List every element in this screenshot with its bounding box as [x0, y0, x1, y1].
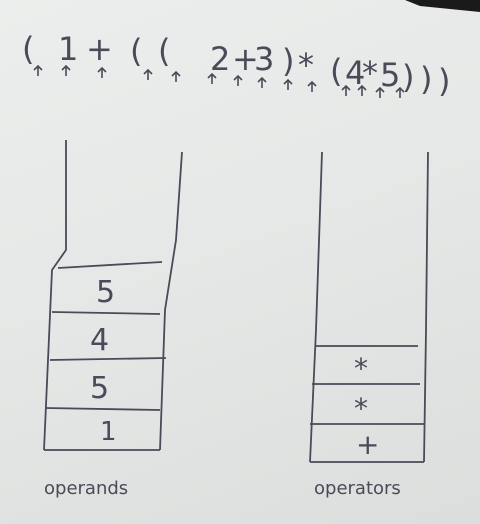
expr-char: + [232, 40, 259, 78]
operand-item: 5 [96, 275, 115, 310]
expr-char: ) [420, 60, 432, 98]
expr-char: * [298, 46, 314, 84]
stack-divider [51, 311, 161, 315]
operator-item: * [354, 392, 368, 425]
operator-item: * [354, 352, 368, 385]
stack-divider [57, 261, 163, 269]
stack-divider [49, 357, 167, 361]
up-arrow-icon [357, 84, 367, 96]
expr-char: ) [402, 58, 414, 96]
expr-char: ( [130, 32, 142, 70]
expression: ( 1 + ( ( 2 + 3 ) * ( 4 * 5 ) ) ) [22, 30, 450, 100]
expr-char: ) [282, 42, 294, 80]
stack-wall-left [43, 140, 67, 451]
expr-char: ( [330, 52, 342, 90]
up-arrow-icon [375, 86, 385, 98]
up-arrow-icon [171, 70, 181, 82]
expr-char: 1 [58, 30, 78, 68]
up-arrow-icon [257, 76, 267, 88]
up-arrow-icon [307, 80, 317, 92]
up-arrow-icon [283, 78, 293, 90]
expr-char: 2 [210, 40, 230, 78]
operand-item: 1 [100, 417, 117, 447]
expr-char: 4 [345, 54, 365, 92]
up-arrow-icon [395, 86, 405, 98]
expr-char: 3 [254, 40, 274, 78]
pointer-arrows [33, 64, 405, 98]
stack-wall-right [423, 151, 429, 463]
operator-item: + [356, 428, 379, 461]
operand-item: 4 [90, 323, 109, 358]
operands-stack [43, 140, 183, 451]
operators-label: operators [314, 478, 401, 499]
frame-corner [405, 0, 480, 12]
up-arrow-icon [341, 84, 351, 96]
stack-divider [45, 407, 161, 411]
up-arrow-icon [97, 66, 107, 78]
operands-label: operands [44, 478, 128, 499]
expr-char: ( [22, 30, 34, 68]
expr-char: ( [158, 32, 170, 70]
stack-wall-right [159, 151, 183, 451]
up-arrow-icon [61, 64, 71, 76]
up-arrow-icon [233, 74, 243, 86]
up-arrow-icon [33, 64, 43, 76]
expr-char: 5 [380, 56, 400, 94]
up-arrow-icon [143, 68, 153, 80]
stack-wall-left [309, 151, 323, 463]
expr-char: + [86, 30, 113, 68]
operand-item: 5 [90, 371, 109, 406]
expr-char: ) [438, 62, 450, 100]
operators-stack [309, 151, 429, 463]
up-arrow-icon [207, 72, 217, 84]
expr-char: * [362, 54, 378, 92]
